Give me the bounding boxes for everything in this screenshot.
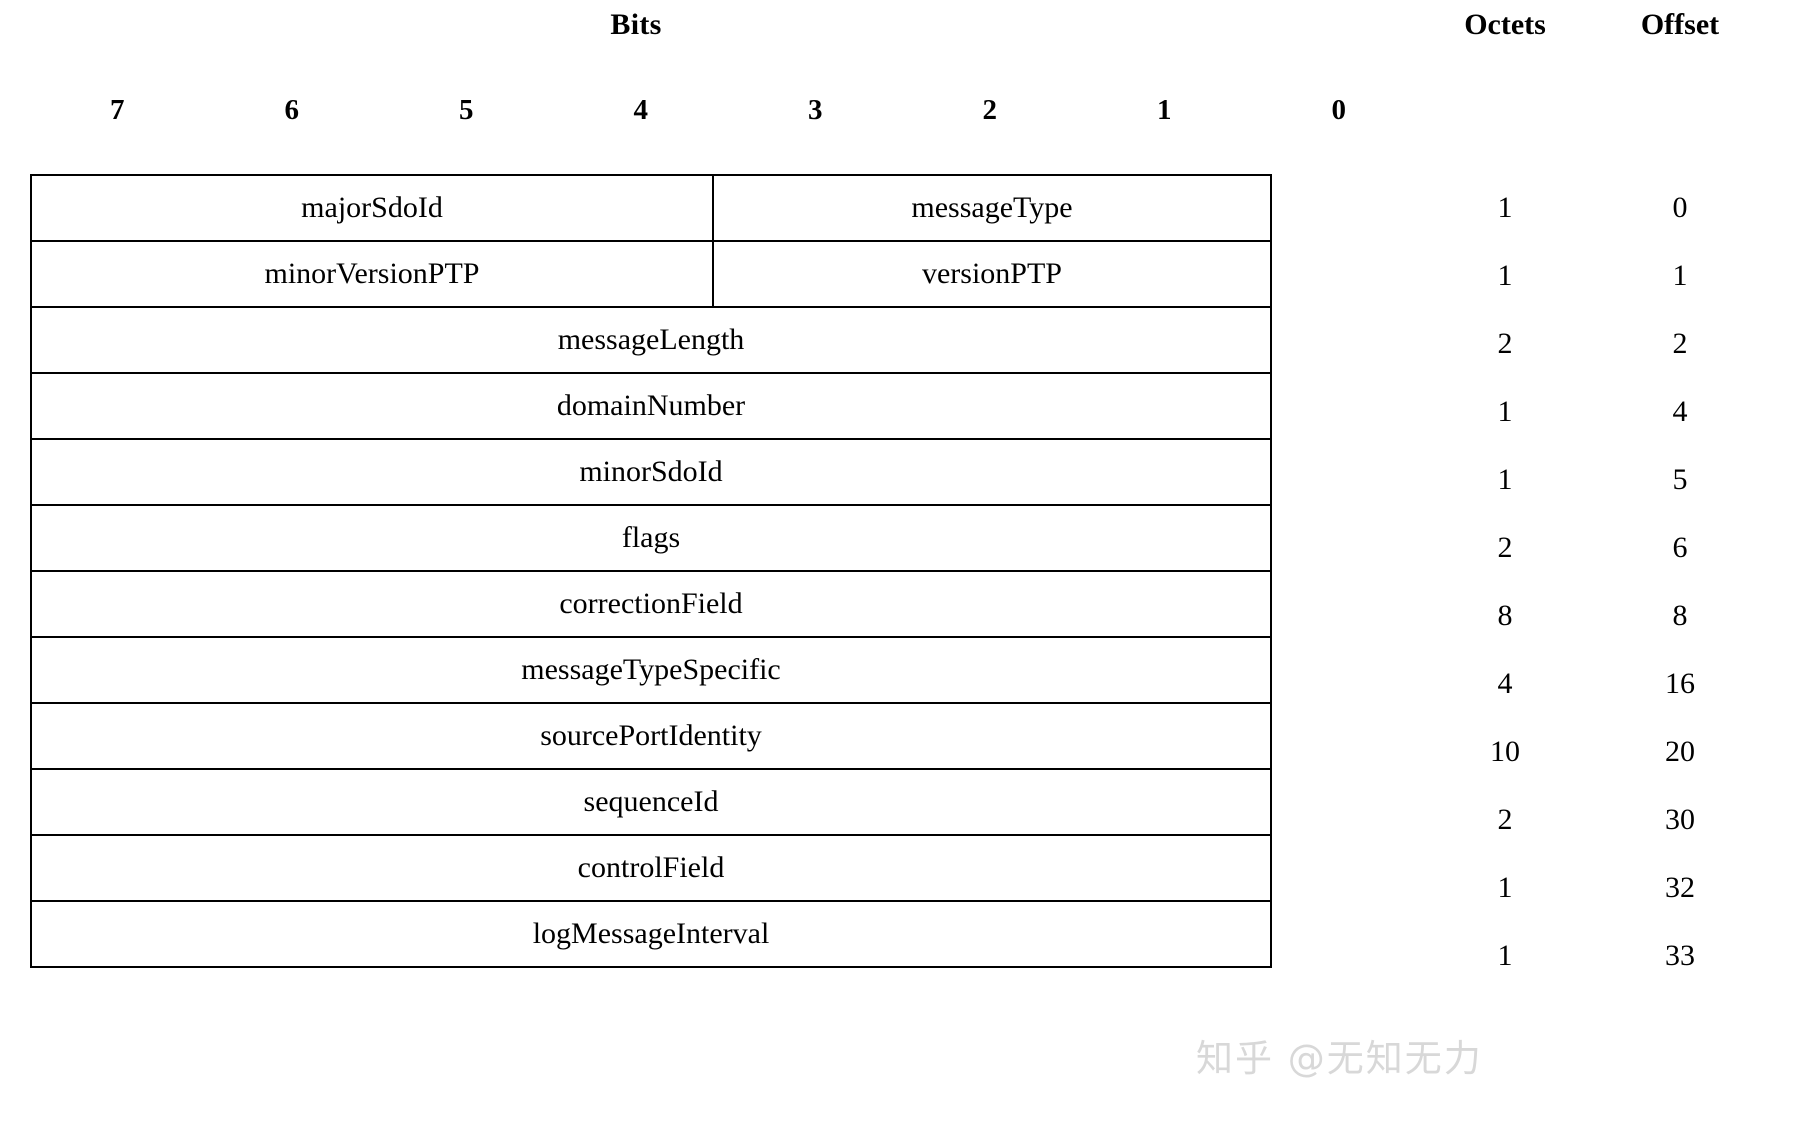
ptp-header-field-table: majorSdoId messageType minorVersionPTP v… [30,174,1272,968]
field-cell-controlField: controlField [30,834,1272,902]
offset-column: 0 1 2 4 5 6 8 16 20 30 32 33 [1590,174,1770,990]
octets-value-3: 1 [1497,395,1513,428]
field-cell-flags: flags [30,504,1272,572]
bit-index-5: 5 [459,94,474,126]
field-cell-majorSdoId: majorSdoId [30,174,714,242]
offset-value-1: 1 [1672,259,1688,292]
bit-index-7: 7 [110,94,125,126]
table-row: logMessageInterval [30,900,1272,968]
offset-value-3: 4 [1672,395,1688,428]
bit-index-3: 3 [808,94,823,126]
field-cell-versionPTP: versionPTP [712,240,1272,308]
field-cell-messageType: messageType [712,174,1272,242]
bit-index-4: 4 [633,94,649,126]
field-cell-domainNumber: domainNumber [30,372,1272,440]
offset-value-7: 16 [1665,667,1695,700]
octets-value-11: 1 [1497,939,1513,972]
field-cell-minorSdoId: minorSdoId [30,438,1272,506]
octets-header-label: Octets [1464,8,1546,41]
table-row: majorSdoId messageType [30,174,1272,242]
bit-index-0: 0 [1331,94,1347,126]
field-cell-sourcePortIdentity: sourcePortIdentity [30,702,1272,770]
table-row: correctionField [30,570,1272,638]
octets-value-7: 4 [1497,667,1513,700]
offset-value-0: 0 [1672,191,1688,224]
table-row: minorVersionPTP versionPTP [30,240,1272,308]
octets-value-0: 1 [1497,191,1513,224]
offset-value-4: 5 [1672,463,1688,496]
offset-header-label: Offset [1640,8,1720,41]
table-row: controlField [30,834,1272,902]
field-cell-correctionField: correctionField [30,570,1272,638]
table-row: minorSdoId [30,438,1272,506]
offset-value-10: 32 [1665,871,1695,904]
offset-value-5: 6 [1672,531,1688,564]
offset-value-2: 2 [1672,327,1688,360]
octets-value-6: 8 [1497,599,1513,632]
watermark-text: 知乎 @无知无力 [1196,1037,1483,1080]
bit-index-6: 6 [284,94,300,126]
octets-value-2: 2 [1497,327,1513,360]
table-row: sourcePortIdentity [30,702,1272,770]
octets-value-4: 1 [1497,463,1513,496]
octets-column: 1 1 2 1 1 2 8 4 10 2 1 1 [1425,174,1585,990]
offset-value-9: 30 [1665,803,1695,836]
field-cell-messageTypeSpecific: messageTypeSpecific [30,636,1272,704]
octets-value-1: 1 [1497,259,1513,292]
bit-index-2: 2 [982,94,998,126]
octets-value-10: 1 [1497,871,1513,904]
octets-value-9: 2 [1497,803,1513,836]
table-row: messageTypeSpecific [30,636,1272,704]
bits-header-label: Bits [610,8,662,41]
offset-value-11: 33 [1665,939,1695,972]
table-row: domainNumber [30,372,1272,440]
field-cell-minorVersionPTP: minorVersionPTP [30,240,714,308]
offset-value-8: 20 [1665,735,1695,768]
bit-index-1: 1 [1157,94,1172,126]
offset-value-6: 8 [1672,599,1688,632]
table-row: messageLength [30,306,1272,374]
field-cell-logMessageInterval: logMessageInterval [30,900,1272,968]
octets-value-5: 2 [1497,531,1513,564]
table-row: sequenceId [30,768,1272,836]
field-cell-sequenceId: sequenceId [30,768,1272,836]
octets-value-8: 10 [1490,735,1520,768]
field-cell-messageLength: messageLength [30,306,1272,374]
bit-index-row: 7 6 5 4 3 2 1 0 [30,88,1426,132]
table-row: flags [30,504,1272,572]
